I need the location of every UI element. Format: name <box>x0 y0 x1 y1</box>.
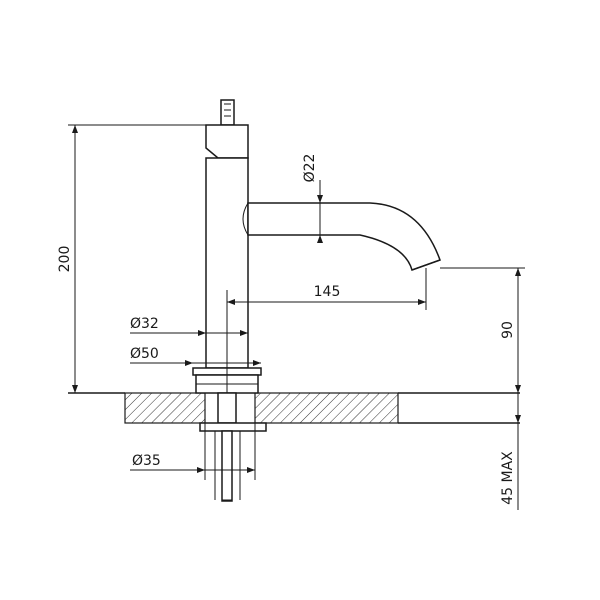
arrow <box>197 467 205 473</box>
arrow <box>198 330 206 336</box>
countertop <box>68 392 520 424</box>
arrow <box>72 385 78 393</box>
label-hole-diameter: Ø35 <box>132 453 161 469</box>
label-body-diameter: Ø32 <box>130 316 159 332</box>
spout-shading <box>242 202 249 236</box>
countertop-right-section <box>254 392 399 424</box>
arrow <box>240 330 248 336</box>
arrow <box>418 299 426 305</box>
label-spout-reach: 145 <box>314 284 341 300</box>
arrow <box>515 415 521 423</box>
arrow <box>185 360 193 366</box>
faucet-head <box>205 124 249 159</box>
arrow <box>515 385 521 393</box>
label-max-thickness: 45 MAX <box>500 451 516 505</box>
under-counter-fixing <box>199 392 267 502</box>
label-height-total: 200 <box>57 246 73 273</box>
fixing-threaded-rod <box>221 430 233 502</box>
countertop-left-section <box>124 392 206 424</box>
label-spout-diameter: Ø22 <box>302 154 318 183</box>
dimension-lines <box>68 124 525 510</box>
arrow <box>317 195 323 203</box>
fixing-plate <box>199 422 267 432</box>
label-base-diameter: Ø50 <box>130 346 159 362</box>
spout <box>247 202 441 271</box>
arrow <box>247 467 255 473</box>
dimension-labels: 200 Ø22 145 Ø32 Ø50 90 Ø35 45 MAX <box>57 154 516 505</box>
arrow <box>317 235 323 243</box>
arrow <box>72 125 78 133</box>
arrow <box>253 360 261 366</box>
spout-outlet <box>411 259 441 271</box>
faucet-body <box>192 99 441 394</box>
fixing-shank <box>217 392 237 424</box>
label-spout-height: 90 <box>500 321 516 339</box>
arrow <box>515 268 521 276</box>
arrow <box>227 299 235 305</box>
